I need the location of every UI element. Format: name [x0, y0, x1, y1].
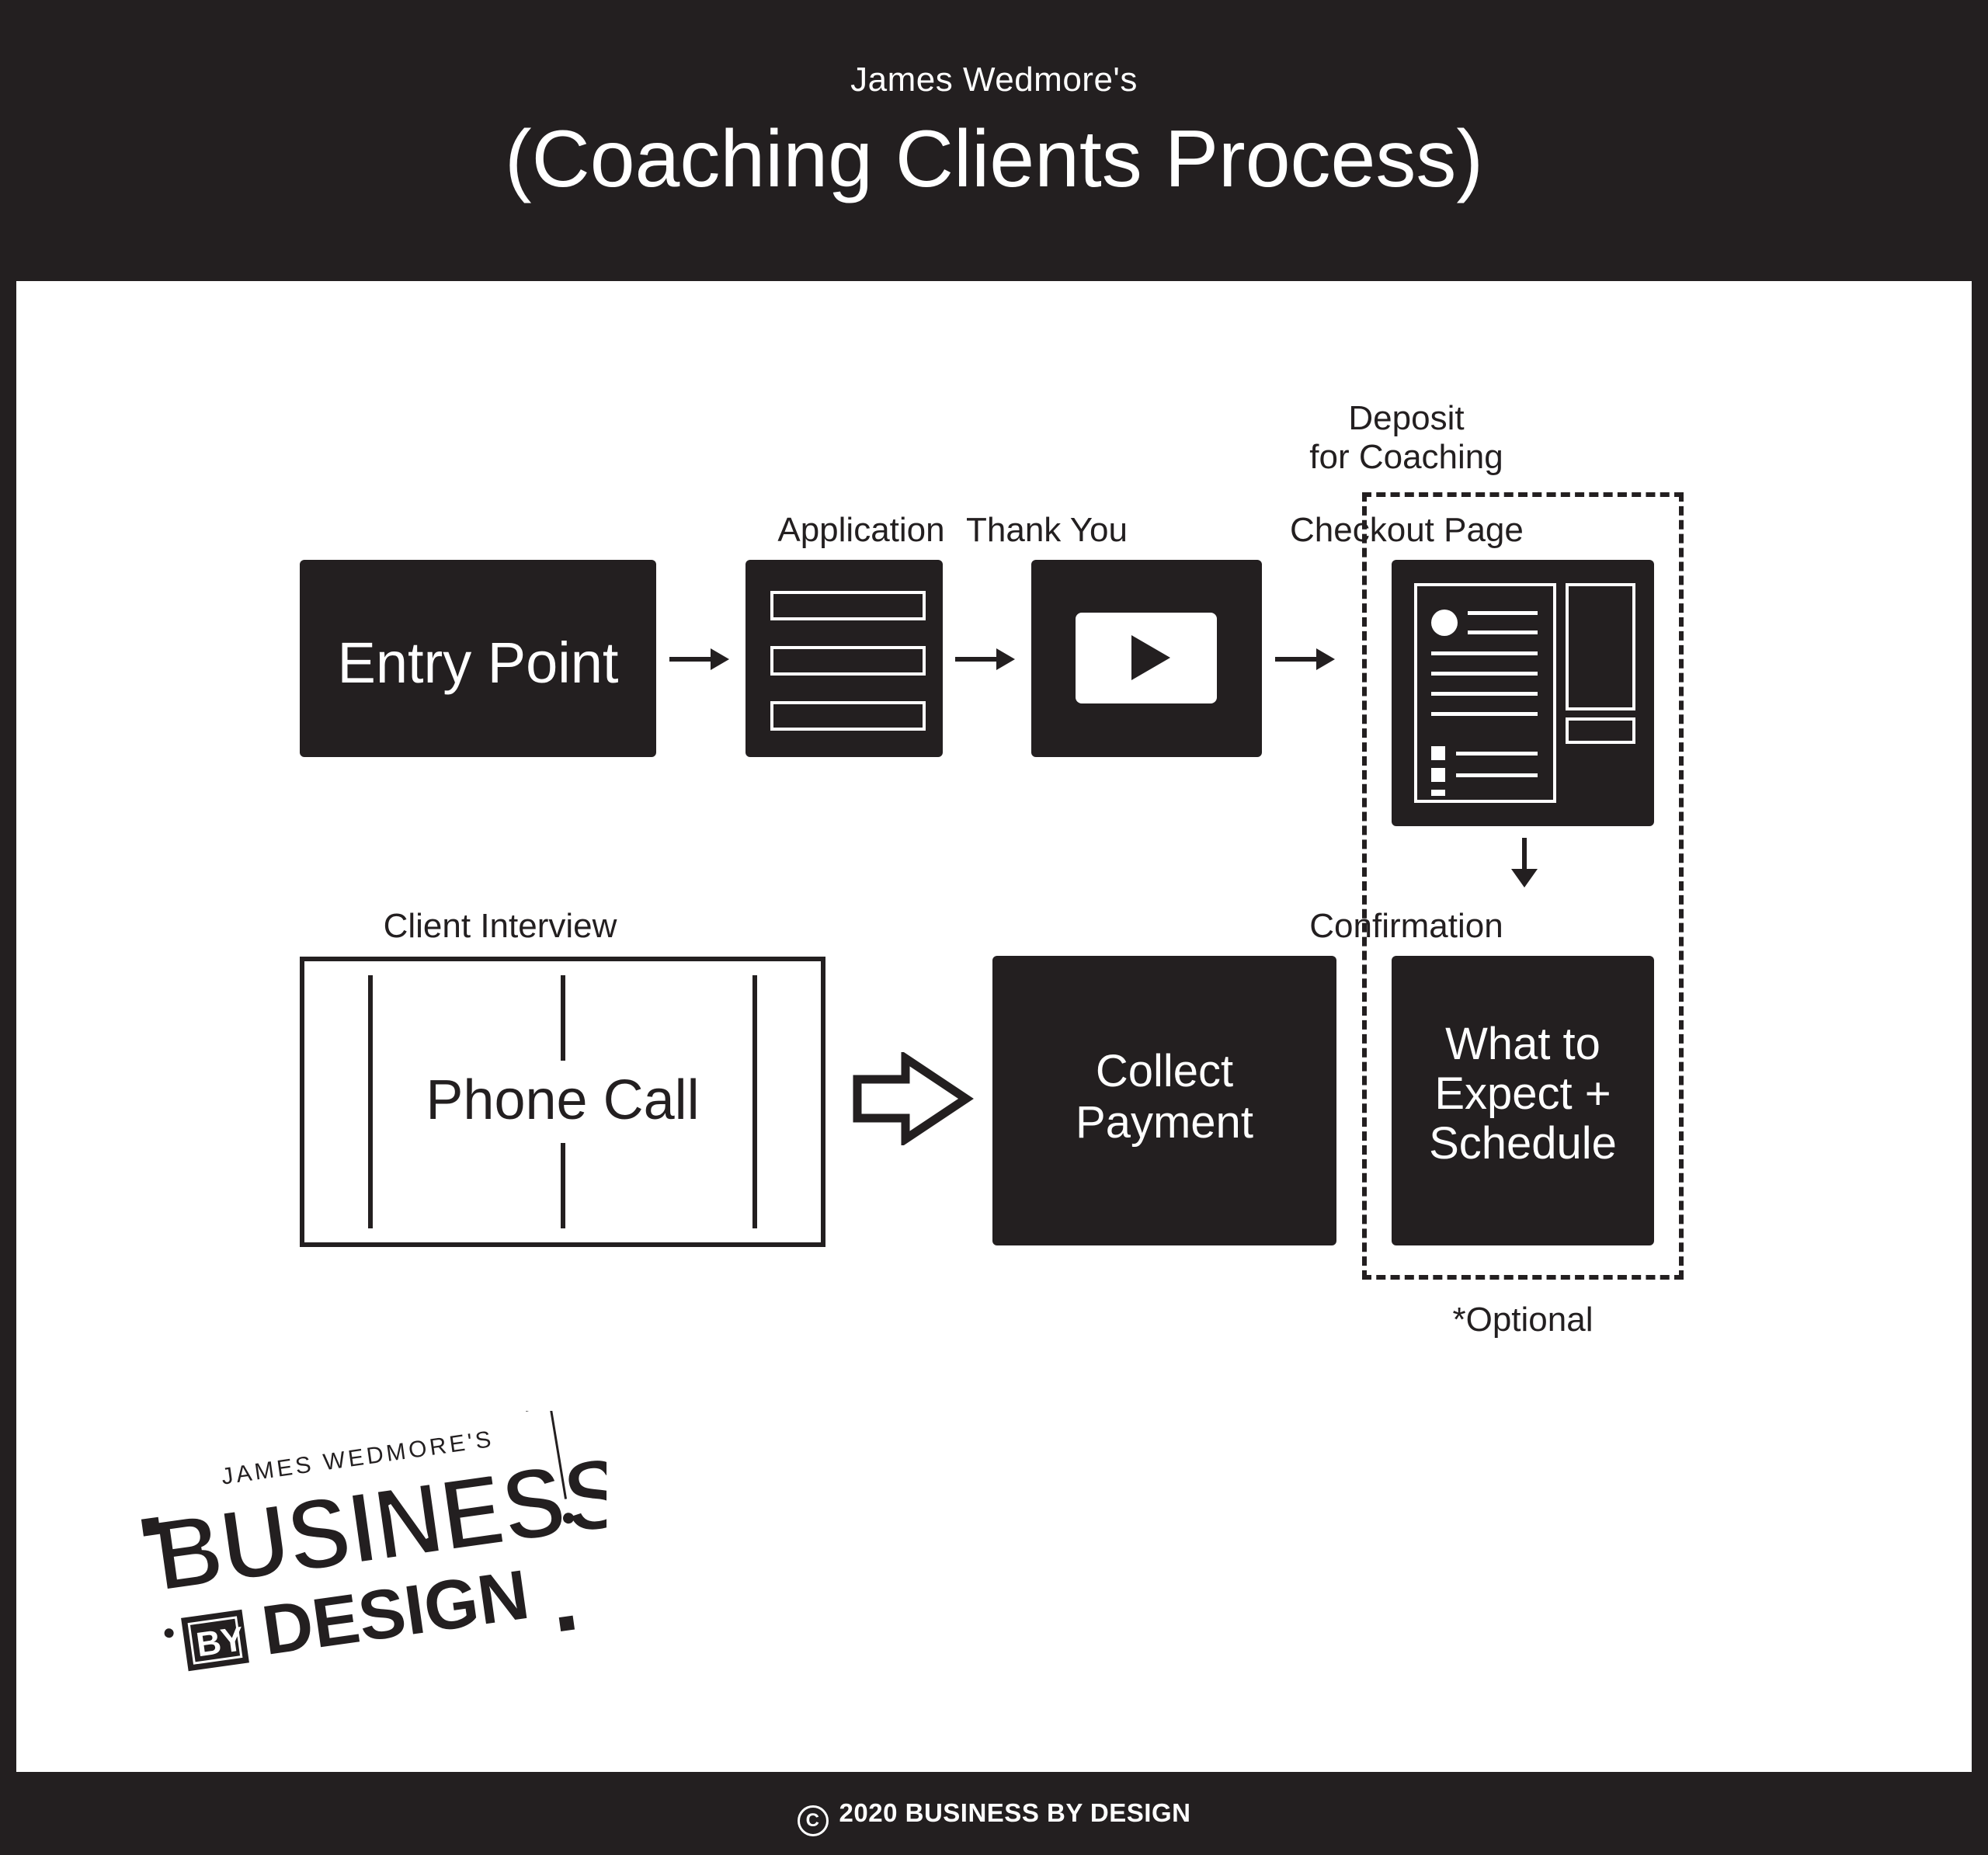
optional-note: *Optional — [1452, 1301, 1594, 1339]
diagram-panel: Entry Point Application Thank You Deposi… — [16, 281, 1972, 1772]
application-label: Application — [777, 511, 945, 549]
entry-point-text: Entry Point — [337, 630, 619, 695]
arrow-checkout-to-confirmation — [1511, 838, 1538, 888]
confirmation-line1: What to — [1445, 1019, 1600, 1069]
arrow-application-to-thankyou — [955, 648, 1015, 670]
collect-line2: Payment — [1076, 1097, 1253, 1148]
form-field-2 — [770, 646, 926, 676]
phone-call-divider-bottom — [561, 1143, 565, 1228]
logo-by: BY — [194, 1620, 246, 1664]
form-field-1 — [770, 591, 926, 620]
business-by-design-logo: JAMES WEDMORE'S BUSINESS BY DESIGN — [141, 1411, 606, 1672]
thank-you-box — [1031, 560, 1262, 757]
checkout-form-panel — [1414, 583, 1556, 803]
checkout-side-panel — [1566, 583, 1635, 710]
deposit-label-line2: for Coaching — [1309, 438, 1503, 476]
collect-payment-text: Collect Payment — [992, 1046, 1336, 1148]
footer-text: 2020 BUSINESS BY DESIGN — [839, 1798, 1191, 1827]
confirmation-line3: Schedule — [1429, 1118, 1617, 1169]
client-interview-label: Client Interview — [383, 907, 617, 945]
phone-call-divider-right — [752, 975, 757, 1228]
confirmation-box: What to Expect + Schedule — [1392, 956, 1654, 1245]
entry-point-box: Entry Point — [300, 560, 656, 757]
phone-call-divider-left — [368, 975, 373, 1228]
phone-call-box: Phone Call — [300, 957, 825, 1247]
play-icon — [1076, 613, 1217, 703]
subtitle: James Wedmore's — [850, 61, 1138, 99]
collect-line1: Collect — [1095, 1046, 1234, 1096]
application-box — [746, 560, 943, 757]
form-field-3 — [770, 701, 926, 731]
outline-arrow-icon — [853, 1052, 974, 1145]
confirmation-label: Confirmation — [1309, 907, 1503, 945]
phone-call-text: Phone Call — [426, 1069, 700, 1131]
copyright-icon: C — [797, 1805, 829, 1836]
checkout-label: Checkout Page — [1290, 511, 1524, 549]
confirmation-line2: Expect + — [1434, 1068, 1611, 1119]
arrow-entry-to-application — [669, 648, 729, 670]
optional-deposit-group — [1362, 492, 1684, 1280]
confirmation-text: What to Expect + Schedule — [1392, 1020, 1654, 1169]
deposit-label: Deposit for Coaching — [1290, 399, 1523, 477]
checkout-box — [1392, 560, 1654, 826]
phone-call-divider-top — [561, 975, 565, 1061]
header: James Wedmore's (Coaching Clients Proces… — [0, 0, 1988, 281]
collect-payment-box: Collect Payment — [992, 956, 1336, 1245]
checkout-side-button — [1566, 717, 1635, 744]
footer-copyright: C 2020 BUSINESS BY DESIGN — [0, 1798, 1988, 1836]
deposit-label-line1: Deposit — [1348, 399, 1465, 437]
page-title: (Coaching Clients Process) — [504, 114, 1484, 204]
thank-you-label: Thank You — [966, 511, 1128, 549]
arrow-thankyou-to-checkout — [1275, 648, 1335, 670]
